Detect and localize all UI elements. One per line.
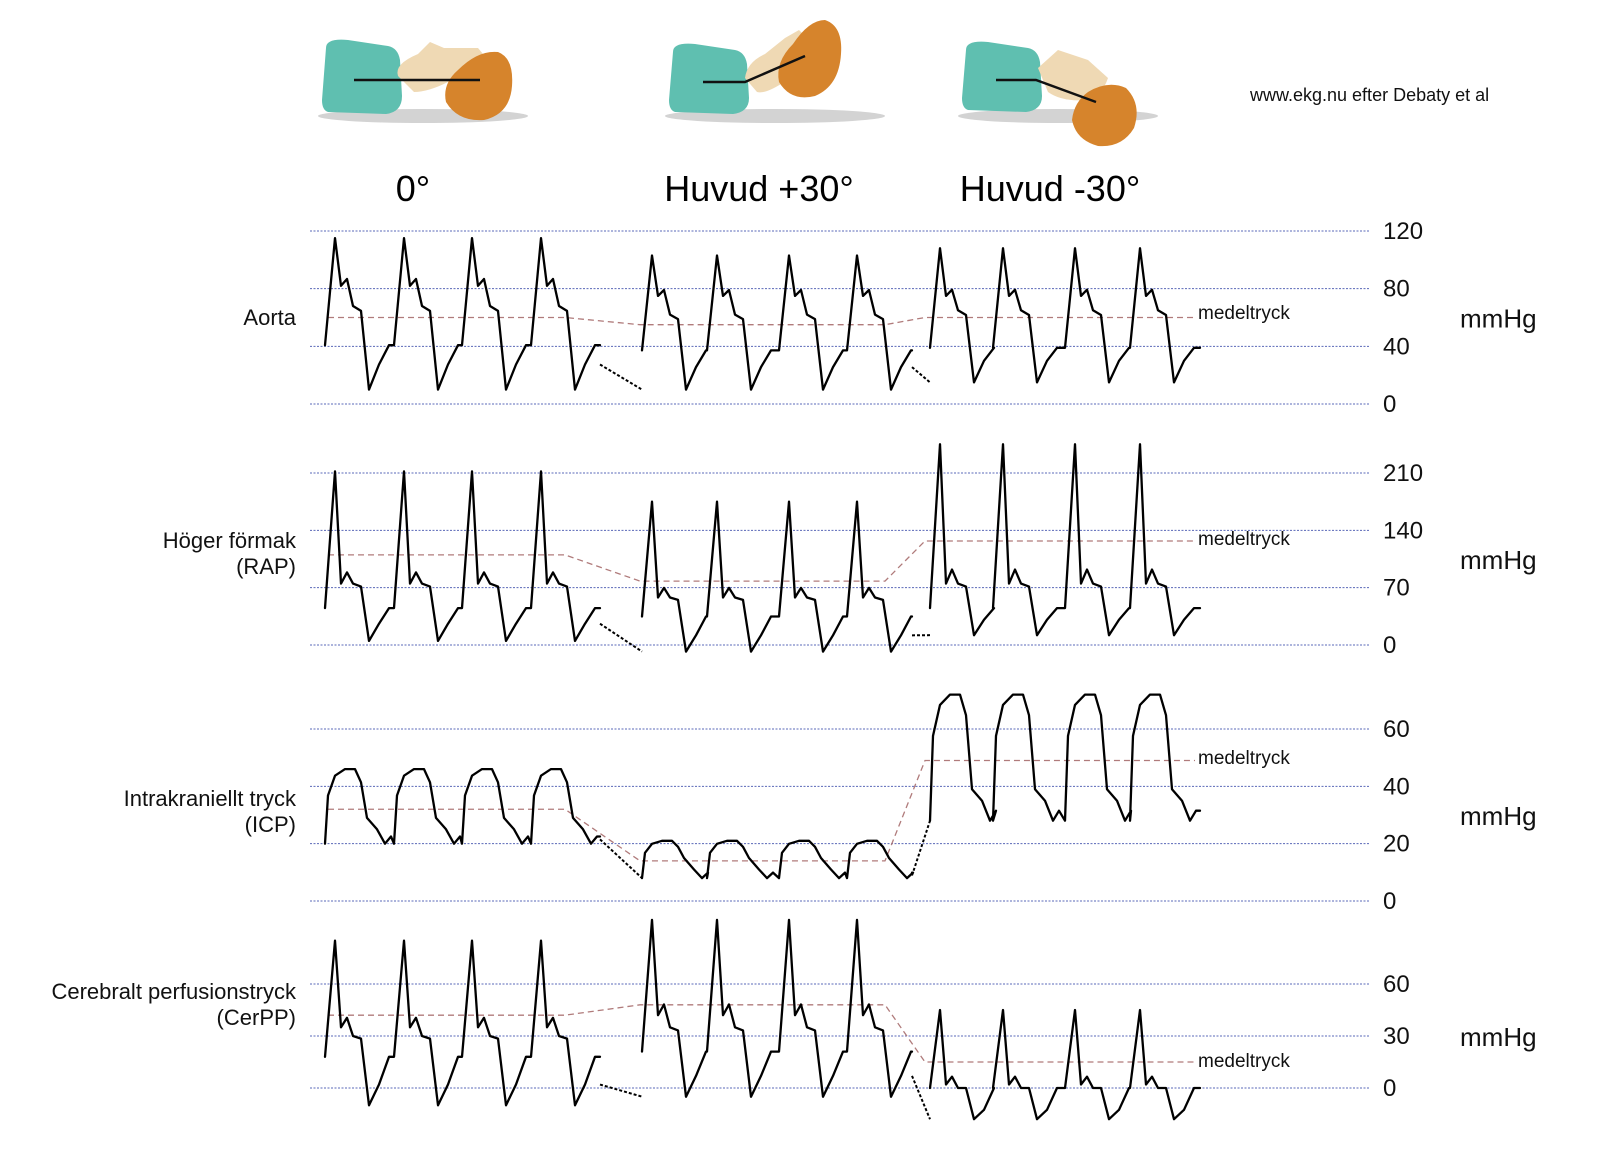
tick-label-icp-0: 0 <box>1383 888 1396 915</box>
waveform-aorta-0 <box>323 237 602 391</box>
condition-label-head-up: Huvud +30° <box>664 168 854 209</box>
panel-label-rap-1: (RAP) <box>236 554 296 579</box>
head-down-30-icon <box>958 41 1158 147</box>
tick-label-cerpp-30: 30 <box>1383 1023 1410 1050</box>
tick-label-cerpp-60: 60 <box>1383 971 1410 998</box>
tick-label-rap-210: 210 <box>1383 460 1423 487</box>
tick-label-aorta-80: 80 <box>1383 276 1410 303</box>
panel-label-cerpp-0: Cerebralt perfusionstryck <box>51 979 297 1004</box>
credit-text: www.ekg.nu efter Debaty et al <box>1249 85 1489 105</box>
head-flat-0-icon <box>318 39 528 123</box>
panel-label-cerpp-1: (CerPP) <box>217 1005 296 1030</box>
transition-cerpp-0 <box>599 1083 643 1098</box>
panel-rap: 0 70 140 210 mmHg Höger förmak(RAP) medeltryck <box>163 443 1537 659</box>
panel-icp: 0 20 40 60 mmHg Intrakraniellt tryck(ICP) mede… <box>124 693 1537 915</box>
waveform-cerpp-2 <box>928 1008 1202 1121</box>
transition-icp-1 <box>911 820 931 876</box>
mean-label-rap: medeltryck <box>1198 529 1290 550</box>
mean-label-cerpp: medeltryck <box>1198 1051 1290 1072</box>
transition-rap-0 <box>599 622 643 653</box>
tick-label-icp-60: 60 <box>1383 716 1410 743</box>
tick-label-rap-140: 140 <box>1383 517 1423 544</box>
mean-line-rap <box>328 540 1195 582</box>
transition-icp-0 <box>599 838 643 879</box>
tick-label-rap-0: 0 <box>1383 632 1396 659</box>
transition-aorta-1 <box>911 366 931 384</box>
tick-label-cerpp-0: 0 <box>1383 1075 1396 1102</box>
tick-label-aorta-40: 40 <box>1383 333 1410 360</box>
unit-label-icp: mmHg <box>1460 801 1537 831</box>
panel-aorta: 0 40 80 120 mmHg Aorta medeltryck <box>243 218 1536 418</box>
mean-label-aorta: medeltryck <box>1198 303 1290 324</box>
waveform-cerpp-1 <box>640 918 914 1098</box>
condition-label-flat: 0° <box>396 168 430 209</box>
waveform-icp-1 <box>640 839 915 880</box>
transition-aorta-0 <box>599 363 643 391</box>
waveform-rap-0 <box>323 470 602 643</box>
panel-label-icp-0: Intrakraniellt tryck <box>124 786 297 811</box>
transition-cerpp-1 <box>911 1075 931 1120</box>
tick-label-aorta-120: 120 <box>1383 218 1423 245</box>
waveform-aorta-2 <box>928 247 1202 384</box>
tick-label-rap-70: 70 <box>1383 575 1410 602</box>
tick-label-icp-40: 40 <box>1383 773 1410 800</box>
waveform-rap-2 <box>928 443 1202 637</box>
unit-label-aorta: mmHg <box>1460 304 1537 334</box>
mean-label-icp: medeltryck <box>1198 748 1290 769</box>
tick-label-aorta-0: 0 <box>1383 391 1396 418</box>
tick-label-icp-20: 20 <box>1383 831 1410 858</box>
waveform-cerpp-0 <box>323 939 602 1107</box>
panel-label-icp-1: (ICP) <box>245 812 296 837</box>
waveform-aorta-1 <box>640 254 914 391</box>
mean-line-aorta <box>328 316 1195 326</box>
panel-cerpp: 0 30 60 mmHg Cerebralt perfusionstryck(CerPP… <box>51 918 1537 1121</box>
waveform-icp-2 <box>928 693 1202 822</box>
waveform-icp-0 <box>323 767 602 845</box>
unit-label-cerpp: mmHg <box>1460 1022 1537 1052</box>
head-up-30-icon <box>665 20 885 123</box>
waveform-rap-1 <box>640 500 914 653</box>
pressure-panels: 0 40 80 120 mmHg Aorta medeltryck 0 70 140 210 mmHg… <box>51 218 1537 1121</box>
panel-label-rap-0: Höger förmak <box>163 528 297 553</box>
unit-label-rap: mmHg <box>1460 545 1537 575</box>
mean-line-cerpp <box>328 1004 1195 1063</box>
mean-line-icp <box>328 759 1195 862</box>
panel-label-aorta-0: Aorta <box>243 305 296 330</box>
condition-label-head-down: Huvud -30° <box>960 168 1141 209</box>
